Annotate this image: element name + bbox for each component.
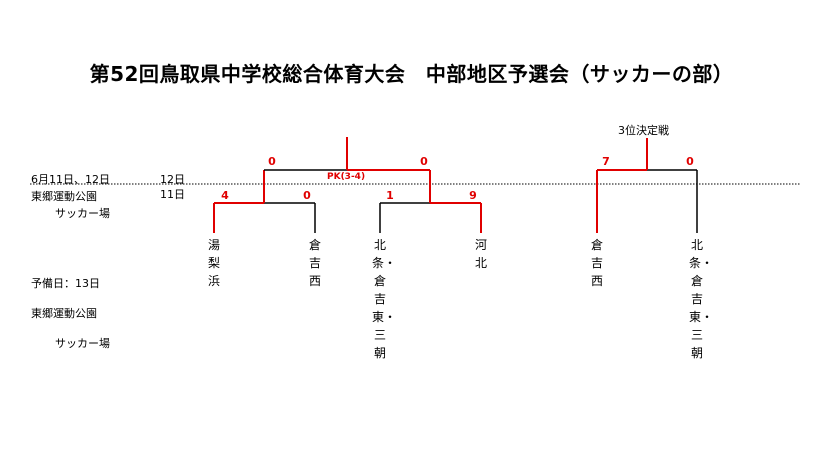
day-11-label: 11日 <box>160 188 185 201</box>
semi2-left-score: 1 <box>386 189 394 202</box>
third-place-caption: 3位決定戦 <box>618 124 669 137</box>
final-left-score: 0 <box>268 155 276 168</box>
team-yunashihama: 湯梨浜 <box>207 238 220 288</box>
third-left-score: 7 <box>602 155 610 168</box>
team-kurayoshinishi-third: 倉吉西 <box>590 238 603 288</box>
semi1-left-score: 4 <box>221 189 229 202</box>
page-title: 第52回鳥取県中学校総合体育大会 中部地区予選会（サッカーの部） <box>89 62 734 86</box>
schedule-venue: 東郷運動公園 <box>31 190 97 203</box>
reserve-field: サッカー場 <box>55 337 110 350</box>
schedule-dates: 6月11日、12日 <box>31 173 110 186</box>
team-hokujo-combined: 北条・倉吉東・三朝 <box>372 238 397 360</box>
semi1-right-score: 0 <box>303 189 311 202</box>
final-pk-score: PK(3-4) <box>327 172 366 182</box>
schedule-field: サッカー場 <box>55 207 110 220</box>
team-kurayoshinishi: 倉吉西 <box>308 238 321 288</box>
reserve-day-label: 予備日：13日 <box>31 277 100 290</box>
semi2-right-score: 9 <box>469 189 477 202</box>
team-kahoku: 河北 <box>474 238 487 270</box>
day-12-label: 12日 <box>160 173 185 186</box>
final-right-score: 0 <box>420 155 428 168</box>
team-hokujo-combined-third: 北条・倉吉東・三朝 <box>689 238 714 360</box>
reserve-venue: 東郷運動公園 <box>31 307 97 320</box>
third-right-score: 0 <box>686 155 694 168</box>
